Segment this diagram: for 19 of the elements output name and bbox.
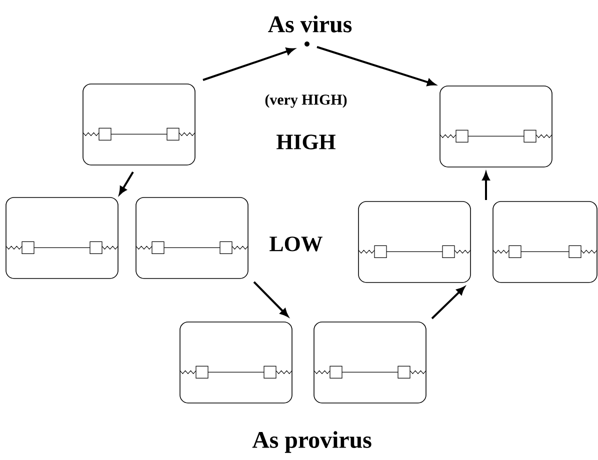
state-label: HIGH	[276, 134, 336, 150]
arrow	[253, 281, 288, 317]
state-label: As virus	[268, 16, 352, 32]
arrow	[118, 171, 134, 195]
state-label: (very HIGH)	[265, 94, 347, 108]
state-label: As provirus	[252, 431, 372, 453]
state-label: LOW	[270, 236, 322, 252]
sequence-box	[180, 322, 292, 404]
sequence-box	[440, 86, 552, 168]
sequence-box	[492, 201, 598, 283]
arrow	[482, 172, 490, 200]
sequence-box	[314, 322, 426, 404]
arrow	[202, 48, 294, 81]
sequence-box	[136, 197, 248, 279]
arrow	[316, 46, 436, 86]
sequence-box	[6, 197, 118, 279]
sequence-box	[82, 84, 196, 166]
sequence-box	[358, 201, 471, 283]
arrow	[431, 286, 465, 320]
